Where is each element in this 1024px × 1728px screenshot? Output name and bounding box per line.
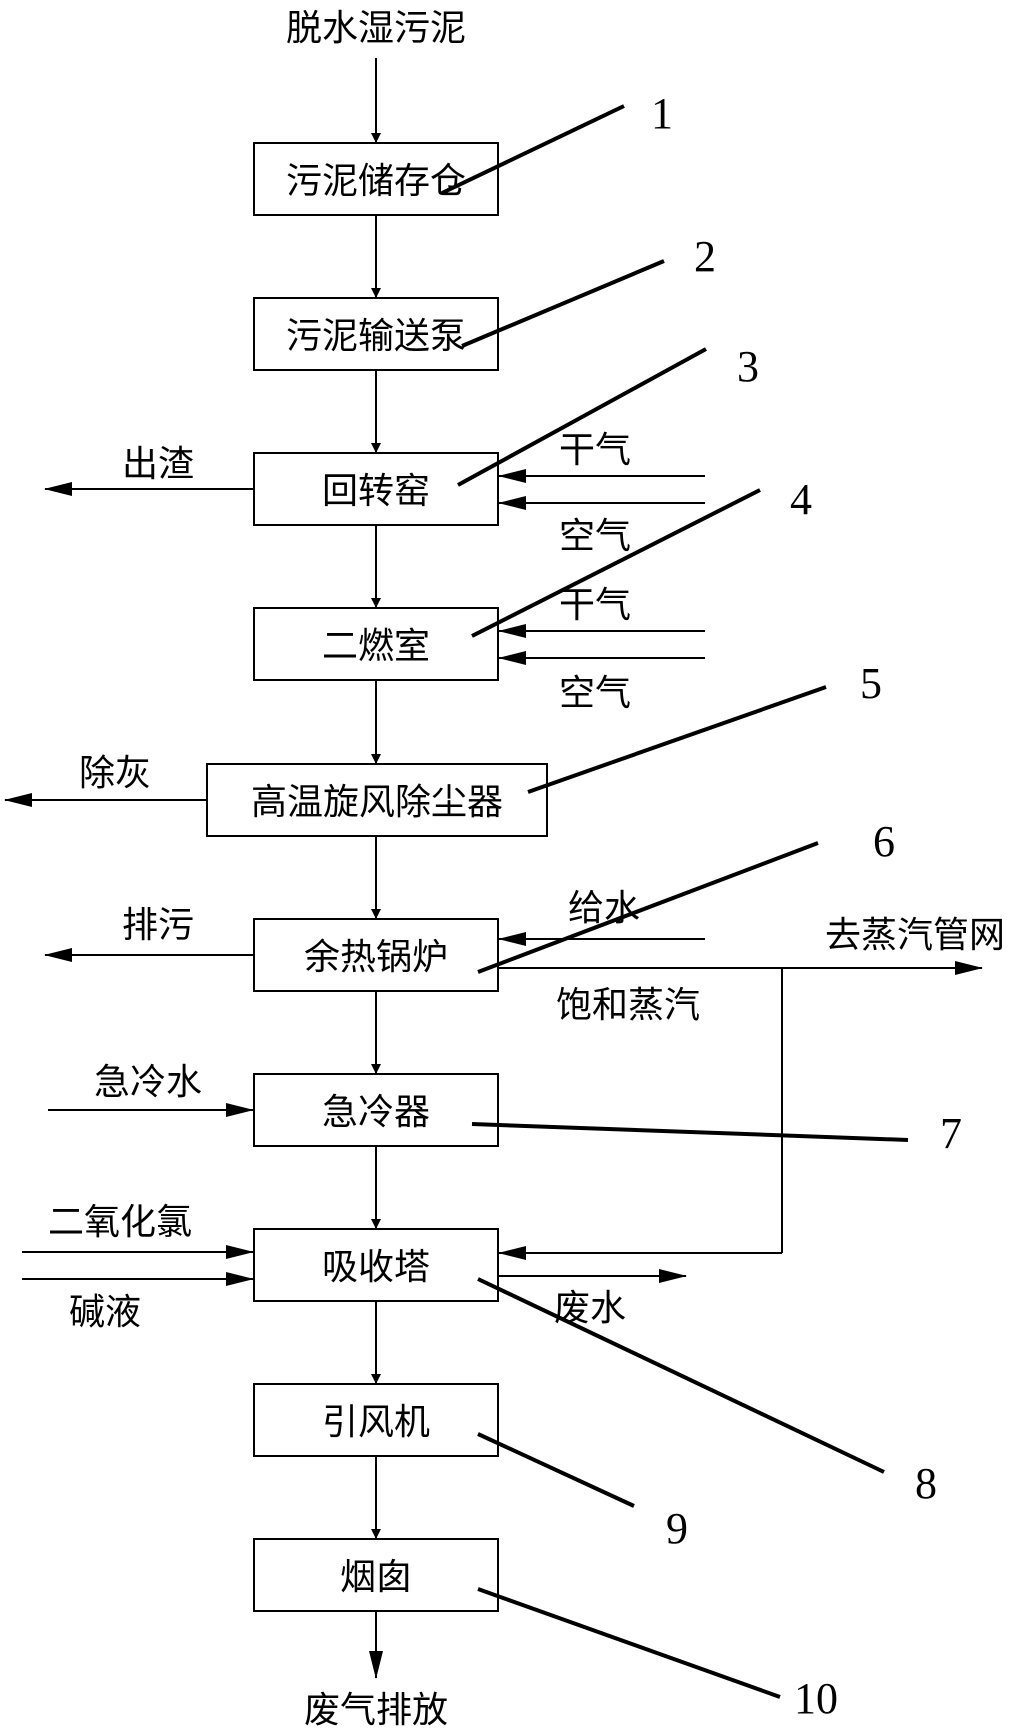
unit-secondary-combustion-chamber: 二燃室 xyxy=(253,607,499,681)
alkali-label: 碱液 xyxy=(69,1292,141,1333)
unit-quench-cooler: 急冷器 xyxy=(253,1073,499,1147)
chlorine-dioxide-label: 二氧化氯 xyxy=(48,1202,192,1243)
unit-cyclone-dust-collector: 高温旋风除尘器 xyxy=(206,763,548,837)
unit-chimney: 烟囱 xyxy=(253,1538,499,1612)
unit-label: 吸收塔 xyxy=(322,1247,430,1288)
unit-sludge-storage-bin: 污泥储存仓 xyxy=(253,142,499,216)
input-label: 脱水湿污泥 xyxy=(286,8,466,49)
ref-number-5: 5 xyxy=(860,659,882,708)
ref-number-2: 2 xyxy=(694,232,716,281)
unit-label: 高温旋风除尘器 xyxy=(251,782,503,823)
unit-label: 回转窑 xyxy=(322,471,430,512)
slag-out-label: 出渣 xyxy=(122,444,194,485)
unit-rotary-kiln: 回转窑 xyxy=(253,452,499,526)
ref-number-9: 9 xyxy=(666,1504,688,1553)
ref-number-6: 6 xyxy=(873,817,895,866)
ref-number-7: 7 xyxy=(940,1109,962,1158)
unit-label: 污泥储存仓 xyxy=(286,161,466,202)
kiln-air-label: 空气 xyxy=(559,516,631,557)
unit-absorption-tower: 吸收塔 xyxy=(253,1228,499,1302)
output-label: 废气排放 xyxy=(304,1690,448,1728)
unit-label: 余热锅炉 xyxy=(304,937,448,978)
ref-number-10: 10 xyxy=(794,1674,838,1723)
unit-label: 污泥输送泵 xyxy=(286,316,466,357)
sec-gas-label: 干气 xyxy=(559,585,631,626)
leader-lines xyxy=(441,104,909,1699)
unit-waste-heat-boiler: 余热锅炉 xyxy=(253,918,499,992)
ash-out-label: 除灰 xyxy=(79,753,151,794)
unit-sludge-pump: 污泥输送泵 xyxy=(253,297,499,371)
blowdown-label: 排污 xyxy=(122,905,194,946)
unit-label: 急冷器 xyxy=(322,1092,430,1133)
ref-number-3: 3 xyxy=(737,342,759,391)
ref-number-4: 4 xyxy=(790,475,812,524)
unit-label: 引风机 xyxy=(322,1402,430,1443)
unit-label: 二燃室 xyxy=(322,626,430,667)
steam-network-label: 去蒸汽管网 xyxy=(825,915,1005,956)
ref-number-1: 1 xyxy=(651,89,673,138)
unit-label: 烟囱 xyxy=(340,1557,412,1598)
ref-number-8: 8 xyxy=(915,1459,937,1508)
sec-air-label: 空气 xyxy=(559,673,631,714)
wastewater-label: 废水 xyxy=(554,1288,626,1329)
unit-induced-draft-fan: 引风机 xyxy=(253,1383,499,1457)
saturated-steam-label: 饱和蒸汽 xyxy=(556,985,700,1026)
quench-water-label: 急冷水 xyxy=(94,1062,202,1103)
kiln-gas-label: 干气 xyxy=(559,430,631,471)
